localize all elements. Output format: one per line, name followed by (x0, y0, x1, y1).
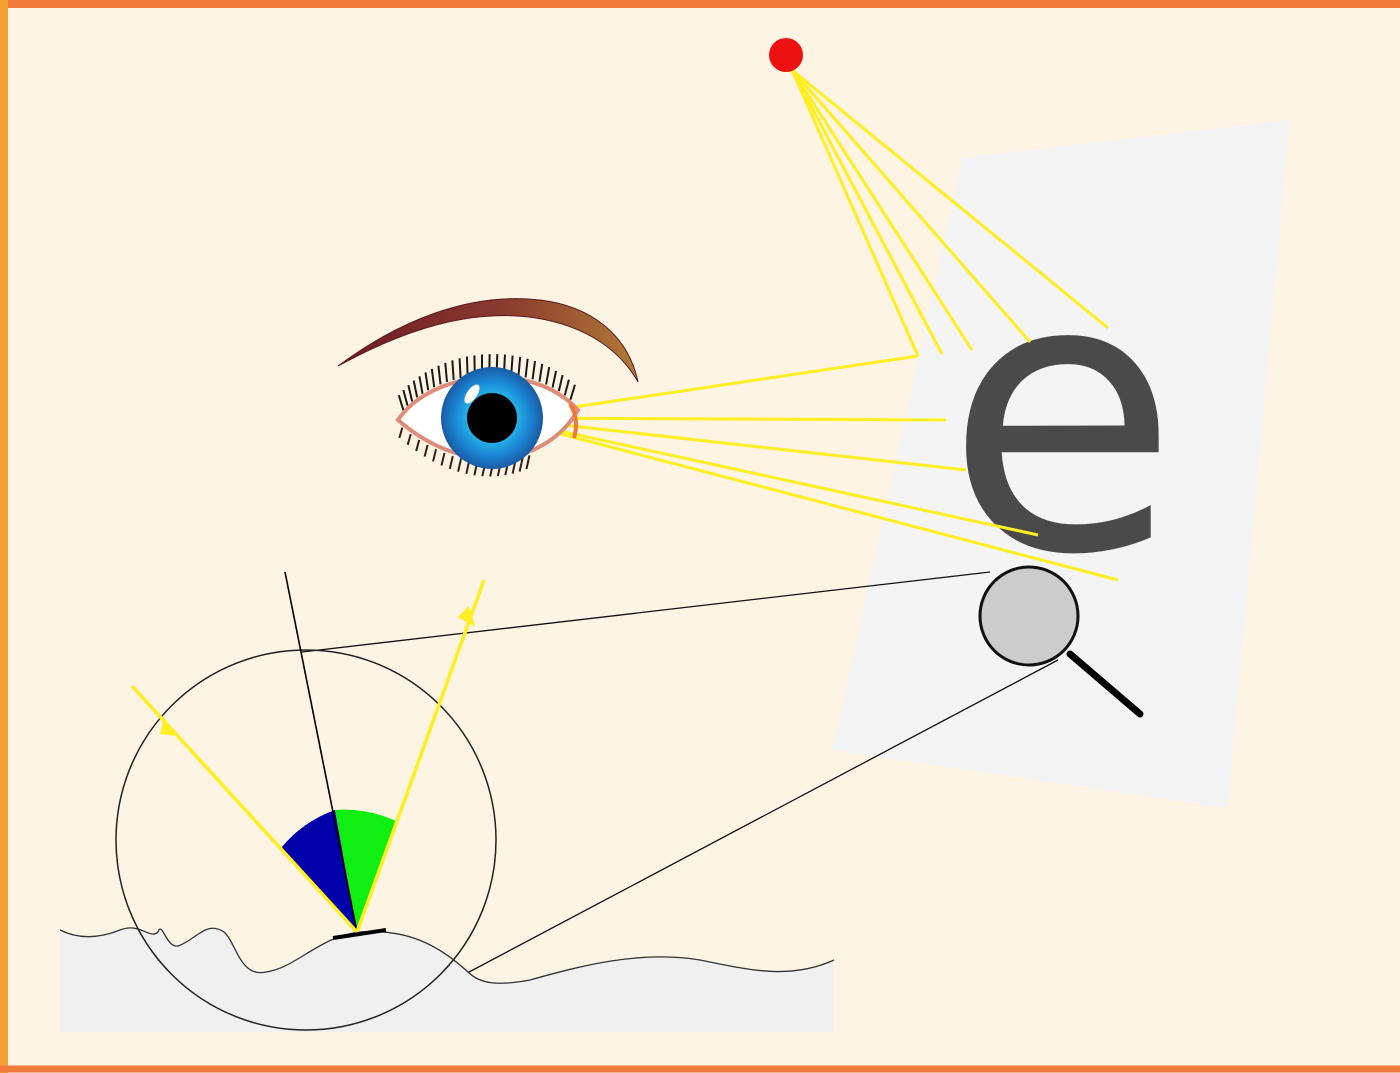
pupil (467, 393, 517, 443)
magnifier-lens (980, 567, 1078, 665)
eyelash (452, 360, 453, 379)
paper-letter: e (945, 195, 1179, 638)
eyelash (460, 358, 461, 378)
light-source-icon (769, 38, 803, 72)
